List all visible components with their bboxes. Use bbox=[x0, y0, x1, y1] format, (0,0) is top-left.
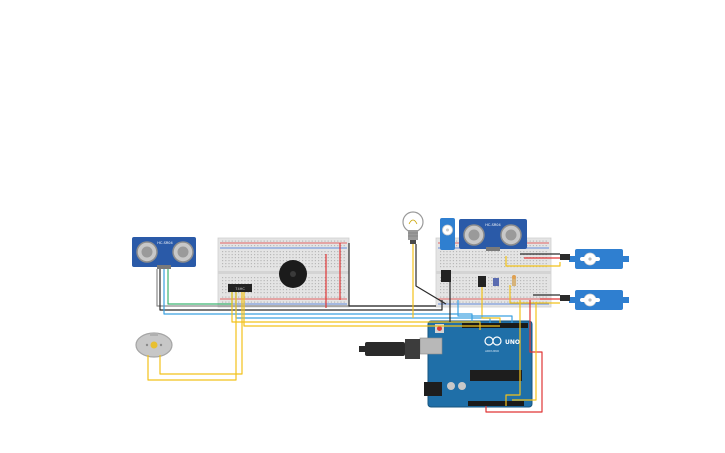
ic-chip-left[interactable]: 74HC bbox=[228, 284, 252, 292]
dc-motor-icon[interactable] bbox=[135, 332, 173, 358]
chip-left-label: 74HC bbox=[235, 287, 245, 291]
arduino-model-label: UNO bbox=[505, 339, 520, 346]
ultrasonic-sensor-right[interactable]: HC-SR04 bbox=[459, 219, 527, 251]
servo-small-icon[interactable] bbox=[440, 218, 455, 250]
resistor-right[interactable] bbox=[512, 275, 516, 286]
usb-cable-plug[interactable] bbox=[359, 339, 420, 359]
transistor-right-b[interactable] bbox=[478, 276, 486, 287]
servo-icon[interactable] bbox=[560, 249, 629, 269]
light-bulb-icon[interactable] bbox=[402, 211, 424, 244]
arduino-uno-board[interactable]: UNO ARDUINO bbox=[419, 320, 533, 408]
ultrasonic-sensor-left[interactable]: HC-SR04 bbox=[132, 237, 196, 269]
servo-icon[interactable] bbox=[560, 290, 629, 310]
transistor-right-a[interactable] bbox=[441, 270, 451, 282]
wires bbox=[147, 243, 561, 413]
capacitor-right[interactable] bbox=[493, 278, 499, 286]
breadboard-left-holes bbox=[222, 240, 345, 303]
piezo-buzzer-icon[interactable] bbox=[279, 260, 307, 288]
arduino-brand-label: ARDUINO bbox=[485, 349, 500, 353]
ultrasonic-right-label: HC-SR04 bbox=[485, 223, 501, 227]
ultrasonic-left-label: HC-SR04 bbox=[157, 241, 173, 245]
